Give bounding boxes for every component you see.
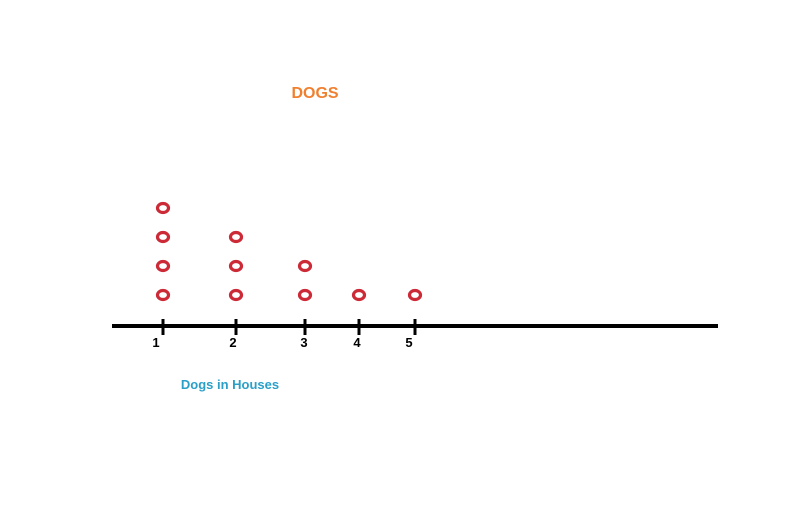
- chart-title: DOGS: [291, 85, 338, 102]
- x-tick-label-5: 5: [405, 335, 412, 350]
- dot-1-1: [155, 288, 171, 302]
- data-dots: [155, 201, 423, 302]
- dot-2-3: [228, 230, 244, 244]
- dot-2-1: [228, 288, 244, 302]
- dot-5-1: [407, 288, 423, 302]
- dot-2-2: [228, 259, 244, 273]
- dot-1-4: [155, 201, 171, 215]
- dot-4-1: [351, 288, 367, 302]
- x-tick-label-2: 2: [229, 335, 236, 350]
- x-tick-label-4: 4: [353, 335, 361, 350]
- dot-3-2: [297, 259, 313, 273]
- dot-1-2: [155, 259, 171, 273]
- x-axis-ticks: [161, 319, 417, 335]
- x-axis-tick-labels: 1 2 3 4 5: [152, 335, 412, 350]
- dot-3-1: [297, 288, 313, 302]
- dot-1-3: [155, 230, 171, 244]
- x-tick-label-3: 3: [300, 335, 307, 350]
- x-tick-label-1: 1: [152, 335, 159, 350]
- x-axis-label: Dogs in Houses: [181, 377, 279, 392]
